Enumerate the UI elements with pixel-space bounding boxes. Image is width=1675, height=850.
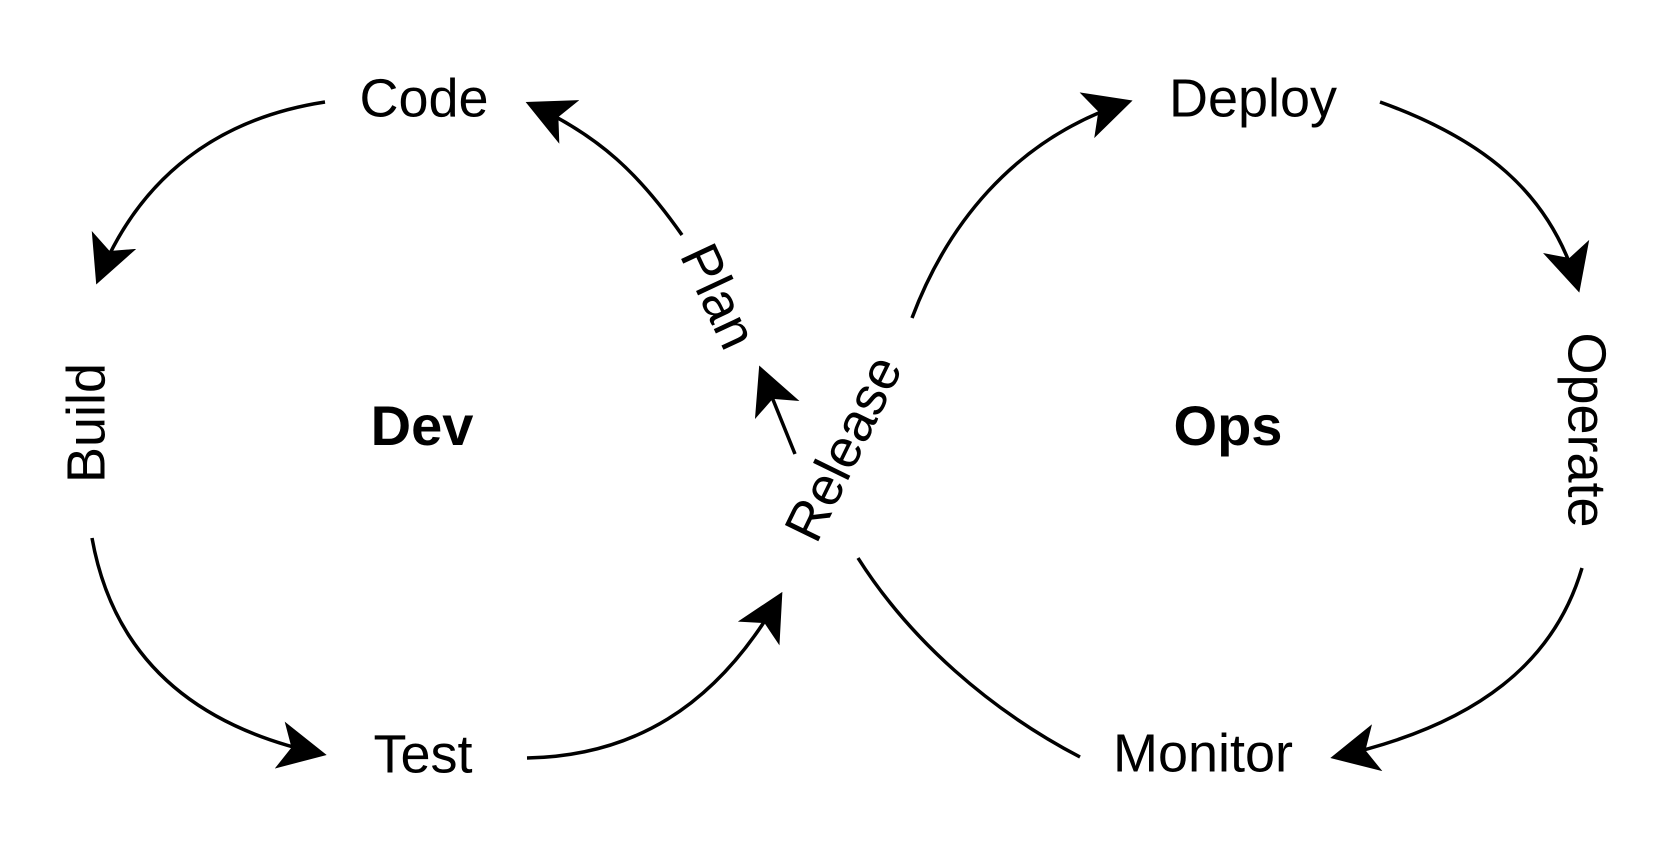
arrow-test-to-release xyxy=(526,591,783,760)
arrow-release-to-plan xyxy=(754,365,800,455)
arrow-release-to-deploy xyxy=(910,92,1133,319)
stage-label-monitor: Monitor xyxy=(1113,723,1293,783)
arrow-operate-to-monitor xyxy=(1330,567,1584,772)
loop-label-ops: Ops xyxy=(1174,394,1283,457)
stage-label-test: Test xyxy=(373,724,472,784)
stage-label-deploy: Deploy xyxy=(1169,68,1337,128)
stage-label-code: Code xyxy=(359,68,488,128)
stage-label-build: Build xyxy=(56,363,116,483)
arrow-build-to-test xyxy=(90,537,327,769)
arrow-code-to-build xyxy=(91,100,326,285)
line-monitor-to-release xyxy=(856,557,1081,759)
stage-label-operate: Operate xyxy=(1557,332,1617,527)
stage-label-plan: Plan xyxy=(668,235,768,358)
arrow-plan-to-code xyxy=(525,100,684,237)
loop-label-dev: Dev xyxy=(371,394,474,457)
arrow-deploy-to-operate xyxy=(1379,100,1590,293)
